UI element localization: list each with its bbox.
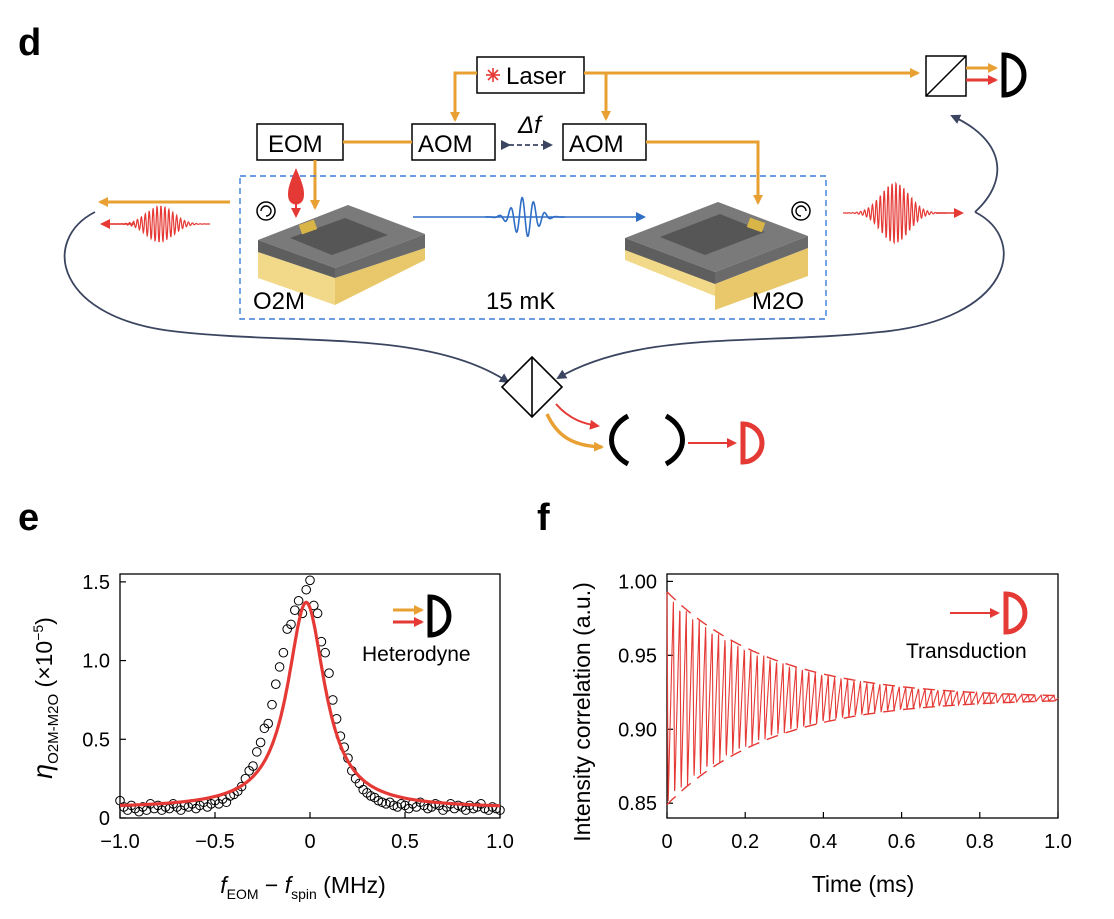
laser-label: Laser bbox=[506, 63, 566, 90]
laser-to-aom-right-arrow bbox=[584, 71, 611, 121]
aom-right-to-m2o-arrow bbox=[646, 140, 763, 205]
e-data-point bbox=[271, 679, 281, 689]
e-ylabel: ηO2M-M2O (×10−5) bbox=[28, 617, 62, 779]
temperature-label: 15 mK bbox=[486, 288, 555, 315]
e-xtick-label: 0.5 bbox=[391, 831, 419, 853]
delta-f-label: Δf bbox=[517, 112, 543, 139]
f-xlabel: Time (ms) bbox=[812, 871, 915, 897]
aom-right-label: AOM bbox=[569, 131, 624, 158]
cryostat-box bbox=[239, 175, 827, 320]
f-ytick-label: 0.95 bbox=[618, 645, 657, 667]
m2o-chip bbox=[625, 202, 808, 310]
e-data-point bbox=[263, 718, 274, 729]
circulator-left-icon bbox=[256, 201, 276, 221]
f-ytick-label: 1.00 bbox=[618, 571, 657, 593]
e-ytick-label: 0.5 bbox=[82, 729, 110, 751]
legend-e-label: Heterodyne bbox=[362, 643, 471, 666]
e-data-point bbox=[293, 595, 304, 606]
e-xtick-label: −0.5 bbox=[195, 831, 234, 853]
e-ytick-label: 1.0 bbox=[82, 651, 110, 673]
f-signal-line bbox=[666, 591, 1059, 802]
heterodyne-detector-icon bbox=[1001, 52, 1027, 98]
bs-orange-output-arrow bbox=[545, 413, 604, 452]
laser-star-icon bbox=[486, 68, 500, 82]
f-xtick-label: 0.6 bbox=[888, 831, 916, 853]
beamsplitter-bottom bbox=[500, 355, 564, 419]
e-data-point bbox=[312, 608, 323, 619]
spd-detector-icon bbox=[740, 421, 765, 465]
bs-red-output-arrow bbox=[555, 403, 600, 430]
route-up-curve bbox=[950, 114, 999, 213]
transduction-legend-detector-icon bbox=[1003, 591, 1028, 635]
f-lower-envelope bbox=[666, 700, 1059, 806]
circulator-right-icon bbox=[791, 201, 811, 221]
f-ylabel: Intensity correlation (a.u.) bbox=[569, 582, 595, 842]
o2m-chip bbox=[258, 205, 425, 305]
e-data-point bbox=[278, 647, 289, 658]
cavity-mirror-right bbox=[664, 413, 685, 467]
e-xtick-label: −1.0 bbox=[100, 831, 139, 853]
e-data-point bbox=[305, 575, 315, 586]
microwave-pulse bbox=[485, 196, 565, 237]
e-fit-line bbox=[120, 600, 500, 808]
e-ytick-label: 0 bbox=[99, 808, 110, 830]
route-left-curve bbox=[63, 211, 510, 384]
f-xtick-label: 0.4 bbox=[809, 831, 837, 853]
f-xtick-label: 0.2 bbox=[731, 831, 759, 853]
legend-f-label: Transduction bbox=[906, 640, 1027, 663]
aom-left-box bbox=[411, 123, 496, 161]
panel-label-d: d bbox=[18, 22, 41, 64]
f-upper-envelope bbox=[666, 591, 1059, 697]
legend-f: Transduction bbox=[906, 591, 1028, 663]
laser-to-aom-left-arrow bbox=[450, 71, 477, 122]
e-xtick-label: 0 bbox=[304, 831, 315, 853]
e-data-point bbox=[248, 761, 258, 771]
e-ytick-label: 1.5 bbox=[82, 572, 110, 594]
panel-label-f: f bbox=[537, 497, 550, 539]
plot-f: 0 0.2 0.4 0.6 0.8 1.0 0.85 0.90 0.95 1.00 bbox=[618, 571, 1072, 853]
eom-label: EOM bbox=[268, 131, 323, 158]
e-data-point bbox=[320, 647, 331, 658]
e-data-point bbox=[286, 619, 296, 630]
e-data-point bbox=[274, 662, 285, 672]
aom-left-label: AOM bbox=[418, 131, 473, 158]
e-data-point bbox=[251, 747, 262, 757]
e-data-point bbox=[255, 737, 266, 748]
panel-label-e: e bbox=[18, 497, 39, 539]
e-xtick-label: 1.0 bbox=[486, 831, 514, 853]
optical-pulse-right bbox=[843, 181, 947, 245]
e-data-point bbox=[324, 668, 334, 678]
e-data-point bbox=[267, 699, 277, 710]
f-xtick-label: 0 bbox=[661, 831, 672, 853]
e-xlabel: fEOM − fspin (MHz) bbox=[220, 872, 386, 902]
m2o-label: M2O bbox=[752, 288, 804, 315]
f-ytick-label: 0.85 bbox=[618, 793, 657, 815]
cavity-mirror-left bbox=[609, 413, 630, 467]
plot-e: −1.0 −0.5 0 0.5 1.0 0 0.5 1.0 1.5 bbox=[82, 572, 514, 853]
f-ytick-label: 0.90 bbox=[618, 719, 657, 741]
e-data-point bbox=[301, 584, 312, 595]
heterodyne-legend-detector-icon bbox=[427, 594, 452, 638]
legend-e: Heterodyne bbox=[362, 594, 471, 666]
plot-f-frame bbox=[666, 573, 1059, 819]
o2m-label: O2M bbox=[253, 288, 305, 315]
f-xtick-label: 1.0 bbox=[1044, 831, 1072, 853]
route-right-curve bbox=[556, 211, 1005, 380]
rf-pulse-icon bbox=[287, 168, 305, 205]
f-xtick-label: 0.8 bbox=[966, 831, 994, 853]
